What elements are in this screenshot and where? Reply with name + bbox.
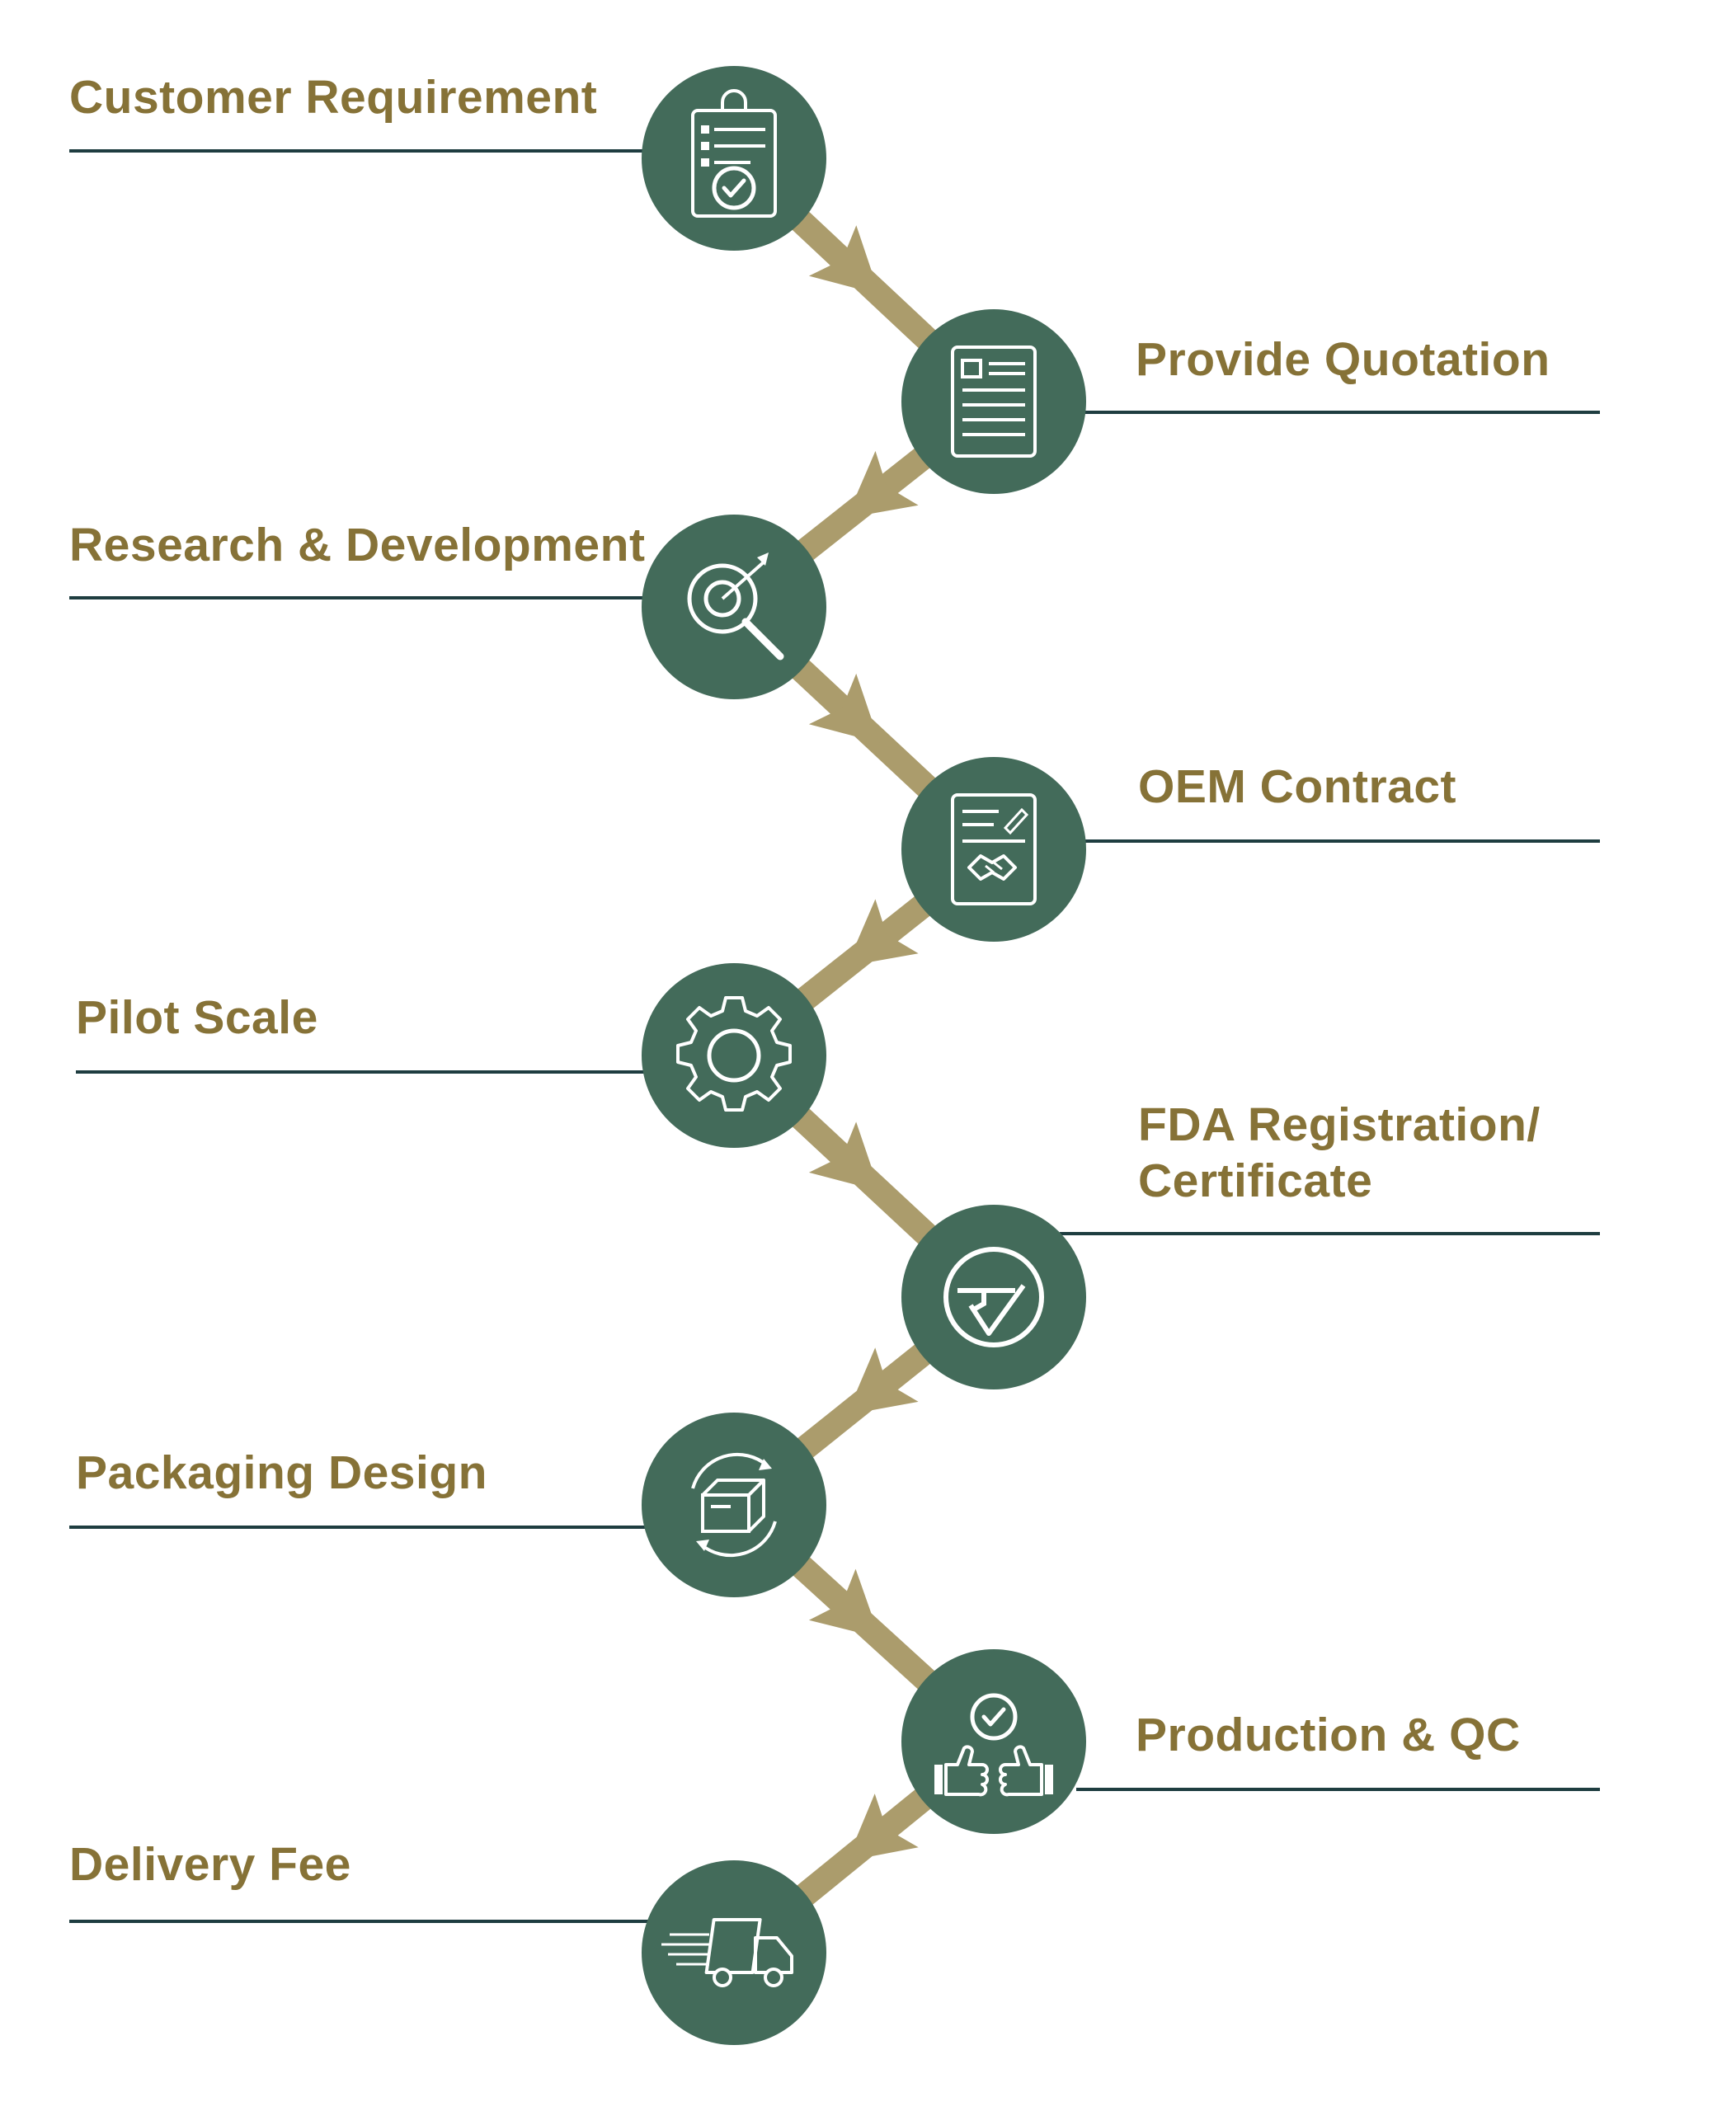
- label-underlines: [69, 149, 1600, 1923]
- step-circle: [642, 1860, 826, 2045]
- gear-icon: [676, 996, 792, 1112]
- document-icon: [951, 346, 1037, 458]
- step-label-fda-registration: FDA Registration/: [1138, 1098, 1541, 1151]
- step-node: [642, 963, 826, 1148]
- step-circle: [642, 963, 826, 1148]
- step-node: [901, 757, 1086, 942]
- step-circle: [642, 515, 826, 699]
- step-circle: [901, 1649, 1086, 1834]
- step-nodes: [642, 66, 1086, 2045]
- step-label-oem-contract: OEM Contract: [1138, 760, 1457, 813]
- arrow-head: [846, 1794, 919, 1861]
- contract-handshake-icon: [951, 793, 1037, 905]
- arrow-head: [846, 450, 919, 519]
- step-label-research-development: Research & Development: [69, 519, 646, 571]
- arrow-head: [846, 899, 919, 966]
- step-label-certificate: Certificate: [1138, 1154, 1373, 1207]
- step-label-pilot-scale: Pilot Scale: [76, 991, 318, 1044]
- certificate-check-icon: [943, 1247, 1044, 1347]
- arrow-head: [808, 1568, 880, 1638]
- step-circle: [901, 1205, 1086, 1389]
- step-label-production-qc: Production & QC: [1136, 1709, 1521, 1761]
- clipboard-check-icon: [691, 89, 777, 218]
- step-circle: [901, 757, 1086, 942]
- step-label-customer-requirement: Customer Requirement: [69, 71, 598, 124]
- step-node: [642, 66, 826, 251]
- arrow-head: [846, 1347, 919, 1415]
- step-node: [901, 1205, 1086, 1389]
- thumbs-up-check-icon: [934, 1693, 1053, 1797]
- step-node: [642, 1860, 826, 2045]
- step-circle: [642, 1413, 826, 1597]
- step-node: [642, 1413, 826, 1597]
- step-node: [901, 309, 1086, 494]
- arrow-head: [808, 673, 880, 743]
- step-node: [901, 1649, 1086, 1834]
- magnifier-target-icon: [687, 552, 784, 661]
- step-label-delivery-fee: Delivery Fee: [69, 1838, 351, 1891]
- arrow-head: [808, 1121, 880, 1192]
- box-cycle-icon: [691, 1452, 777, 1558]
- step-label-packaging-design: Packaging Design: [76, 1446, 487, 1499]
- step-circle: [642, 66, 826, 251]
- arrow-head: [808, 225, 880, 295]
- step-circle: [901, 309, 1086, 494]
- step-label-provide-quotation: Provide Quotation: [1136, 333, 1550, 386]
- step-node: [642, 515, 826, 699]
- delivery-truck-icon: [661, 1918, 793, 1987]
